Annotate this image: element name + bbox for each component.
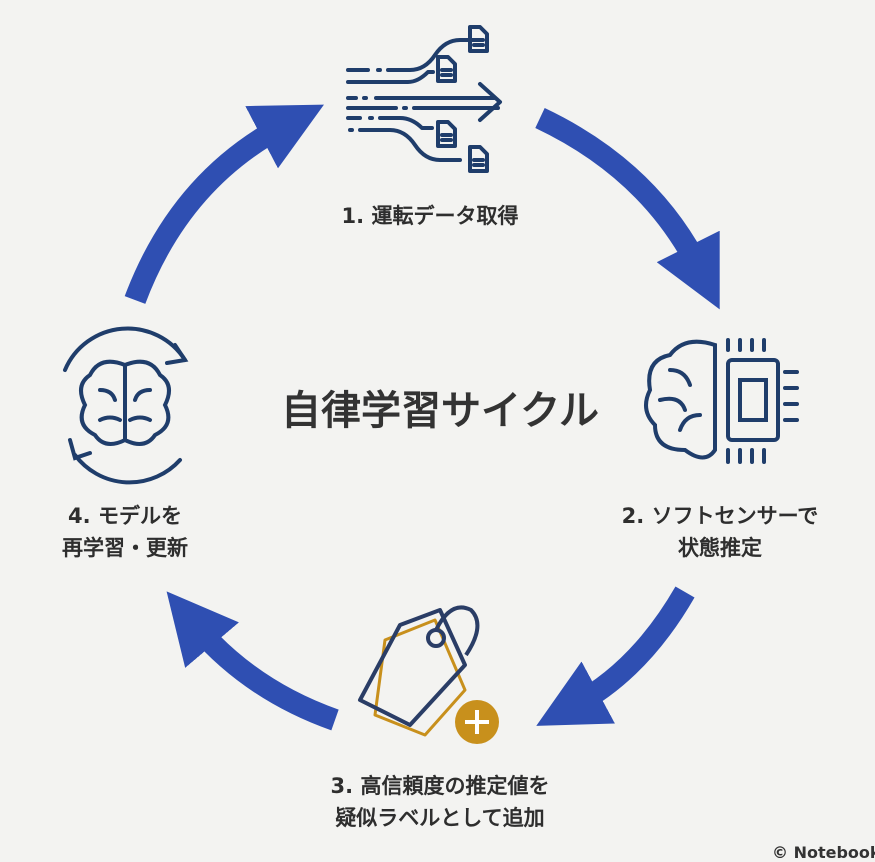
- step-2-label-line-1: 2. ソフトセンサーで: [621, 504, 819, 528]
- step-3-label-line-1: 3. 高信頼度の推定値を: [330, 774, 550, 798]
- cycle-arrow-3-to-4: [166, 591, 339, 731]
- step-4-label: 4. モデルを 再学習・更新: [30, 500, 220, 564]
- brain-refresh-icon: [63, 326, 189, 485]
- cycle-arrow-4-to-1: [124, 104, 324, 304]
- step-3-label: 3. 高信頼度の推定値を 疑似ラベルとして追加: [280, 770, 600, 834]
- data-stream-documents-icon: [346, 25, 502, 173]
- step-4-label-line-2: 再学習・更新: [62, 536, 188, 560]
- step-2-label: 2. ソフトセンサーで 状態推定: [600, 500, 840, 564]
- diagram-title: 自律学習サイクル: [281, 388, 599, 434]
- brain-chip-icon: [644, 338, 799, 464]
- cycle-arrow-2-to-3: [536, 586, 695, 726]
- step-1-label: 1. 運転データ取得: [341, 204, 519, 228]
- step-2-label-line-2: 状態推定: [678, 536, 762, 560]
- cycle-arrow-1-to-2: [535, 108, 720, 310]
- step-3-label-line-2: 疑似ラベルとして追加: [335, 806, 545, 830]
- tag-plus-icon: [358, 605, 499, 744]
- watermark: © NotebookLM: [772, 843, 875, 862]
- step-4-label-line-1: 4. モデルを: [68, 504, 182, 528]
